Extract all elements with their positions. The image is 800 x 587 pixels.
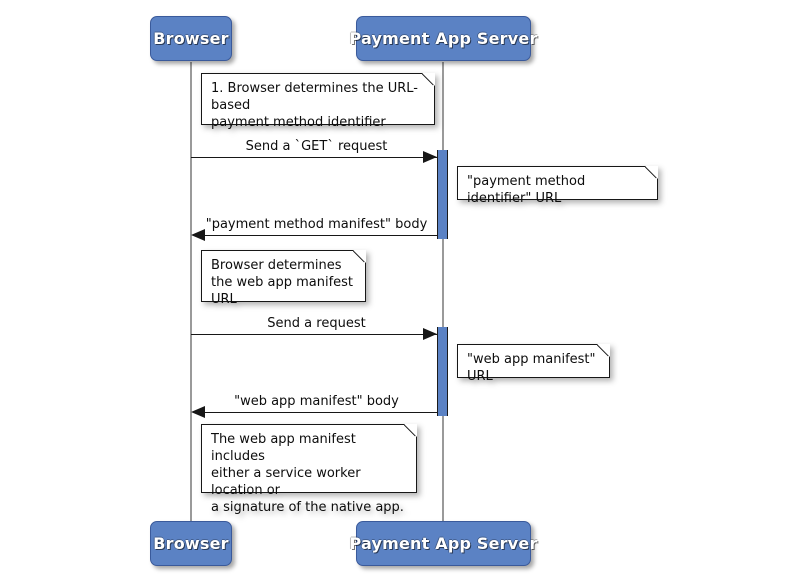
participant-footer-browser-label: Browser [153,534,229,553]
note-body [201,424,417,493]
note-url-based-payment-method-identifier: 1. Browser determines the URL-based paym… [201,73,435,130]
lifeline-browser [190,62,192,522]
note-body [457,344,610,378]
message-line-web-app-manifest-body [196,412,437,413]
note-text: The web app manifest includes either a s… [211,432,404,515]
arrowhead-payment-method-manifest-body [191,229,205,241]
message-line-send-a-request [191,334,437,335]
note-payment-method-identifier-url: "payment method identifier" URL [457,166,658,206]
note-text: "payment method identifier" URL [467,174,586,206]
message-label-send-get-request: Send a `GET` request [245,139,388,154]
note-text: "web app manifest" URL [467,352,596,384]
note-body [457,166,658,200]
message-line-send-get-request [191,157,437,158]
note-body [201,73,435,125]
note-web-app-manifest-includes: The web app manifest includes either a s… [201,424,417,515]
note-text: 1. Browser determines the URL-based paym… [211,81,418,130]
activation-bar-server-2 [437,327,448,416]
arrowhead-send-get-request [423,151,437,163]
arrowhead-send-a-request [423,328,437,340]
activation-bar-server-1 [437,150,448,239]
message-label-payment-method-manifest-body: "payment method manifest" body [205,217,428,232]
participant-footer-payment-app-server-label: Payment App Server [349,534,538,553]
participant-header-payment-app-server-label: Payment App Server [349,29,538,48]
lifeline-payment-app-server [442,62,444,522]
note-web-app-manifest-url: "web app manifest" URL [457,344,610,384]
note-browser-determines-web-app-manifest-url: Browser determines the web app manifest … [201,250,366,307]
participant-header-browser-label: Browser [153,29,229,48]
participant-footer-payment-app-server[interactable]: Payment App Server [349,521,537,566]
participant-header-payment-app-server[interactable]: Payment App Server [349,16,537,61]
participant-footer-browser[interactable]: Browser [150,521,232,566]
message-line-payment-method-manifest-body [196,235,437,236]
message-label-web-app-manifest-body: "web app manifest" body [234,394,399,409]
note-body [201,250,366,302]
participant-header-browser[interactable]: Browser [150,16,232,61]
message-label-send-a-request: Send a request [267,316,366,331]
note-text: Browser determines the web app manifest … [211,258,354,307]
arrowhead-web-app-manifest-body [191,406,205,418]
